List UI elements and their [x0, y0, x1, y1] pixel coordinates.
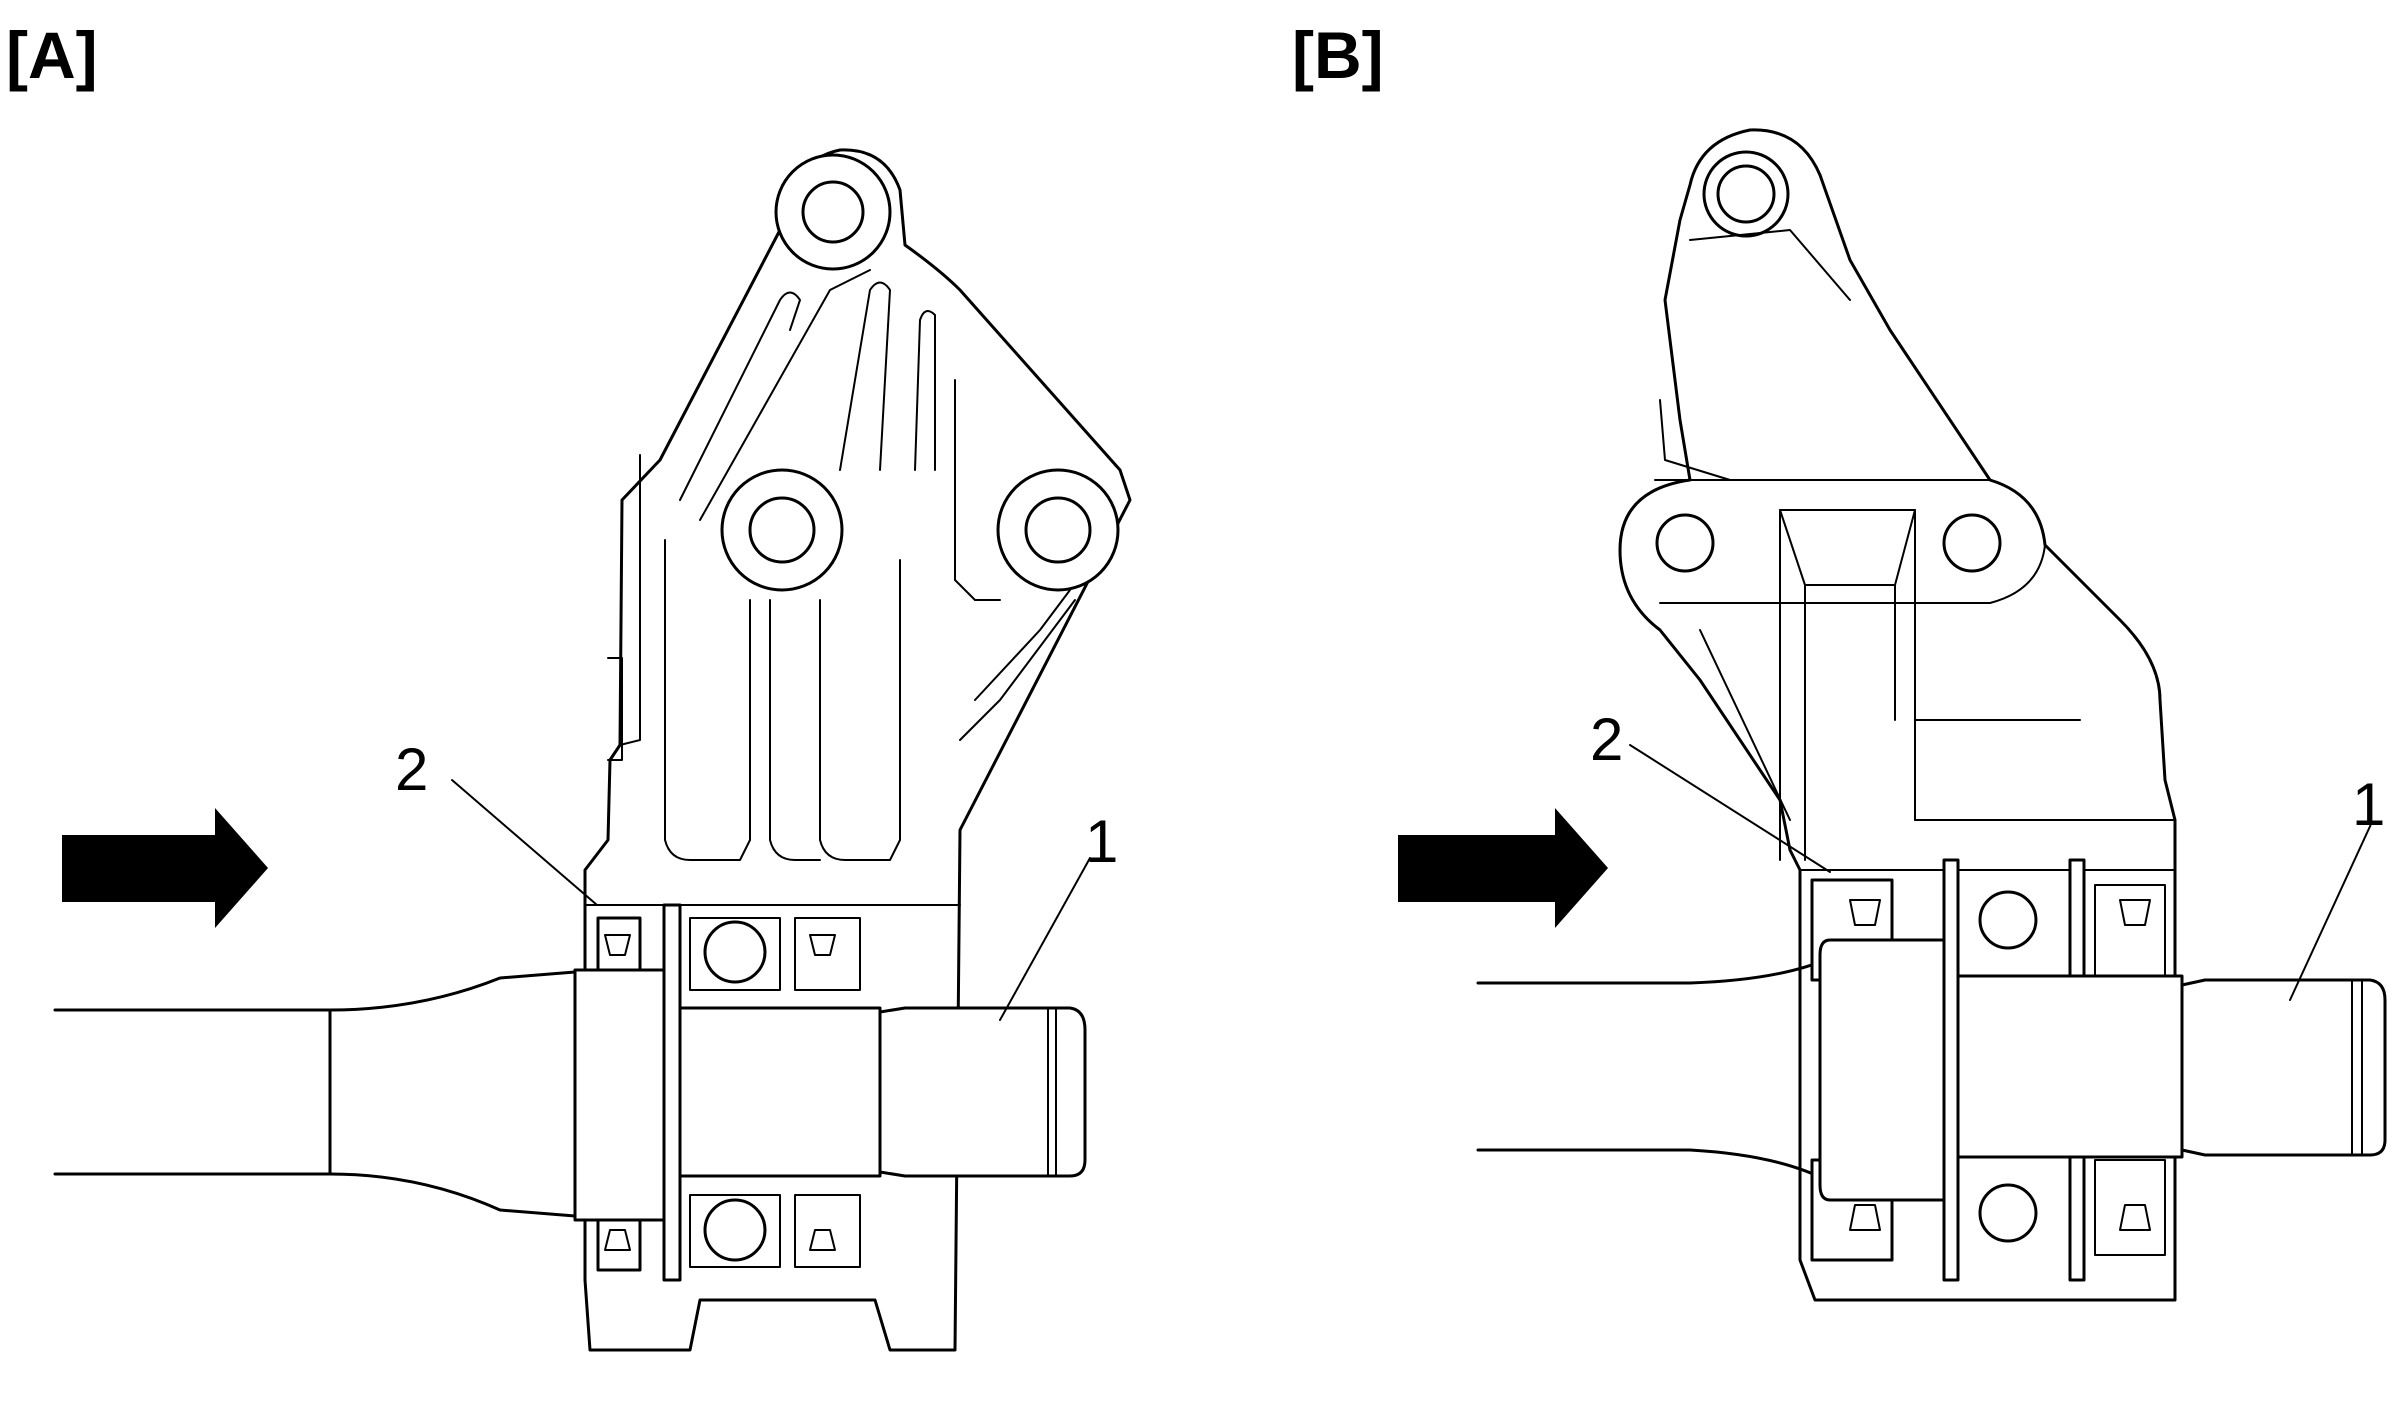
callout-number-2: 2: [395, 736, 428, 803]
mount-bracket: [1618, 128, 2177, 1302]
bearing-assembly: [596, 903, 861, 1282]
panel-label-a: [A]: [6, 18, 98, 92]
drive-shaft: [53, 970, 577, 1218]
callout-2-a: 2: [395, 736, 598, 906]
callout-1-b: 1: [2289, 771, 2385, 1001]
callout-number-1: 1: [2352, 771, 2385, 838]
mount-bracket: [583, 148, 1132, 1352]
panel-b-illustration: 2 1: [1398, 128, 2387, 1302]
right-arrow-icon: [1398, 808, 1608, 928]
callout-number-2: 2: [1590, 706, 1623, 773]
panel-a-illustration: 2 1: [53, 148, 1132, 1352]
callout-2-b: 2: [1590, 706, 1831, 873]
panel-label-b: [B]: [1292, 18, 1384, 92]
callout-number-1: 1: [1085, 808, 1118, 875]
drive-shaft: [1476, 956, 1832, 1184]
right-arrow-icon: [62, 808, 268, 928]
stub-shaft: [1818, 938, 2387, 1202]
callout-1-a: 1: [999, 808, 1118, 1021]
stub-shaft: [573, 968, 1087, 1222]
